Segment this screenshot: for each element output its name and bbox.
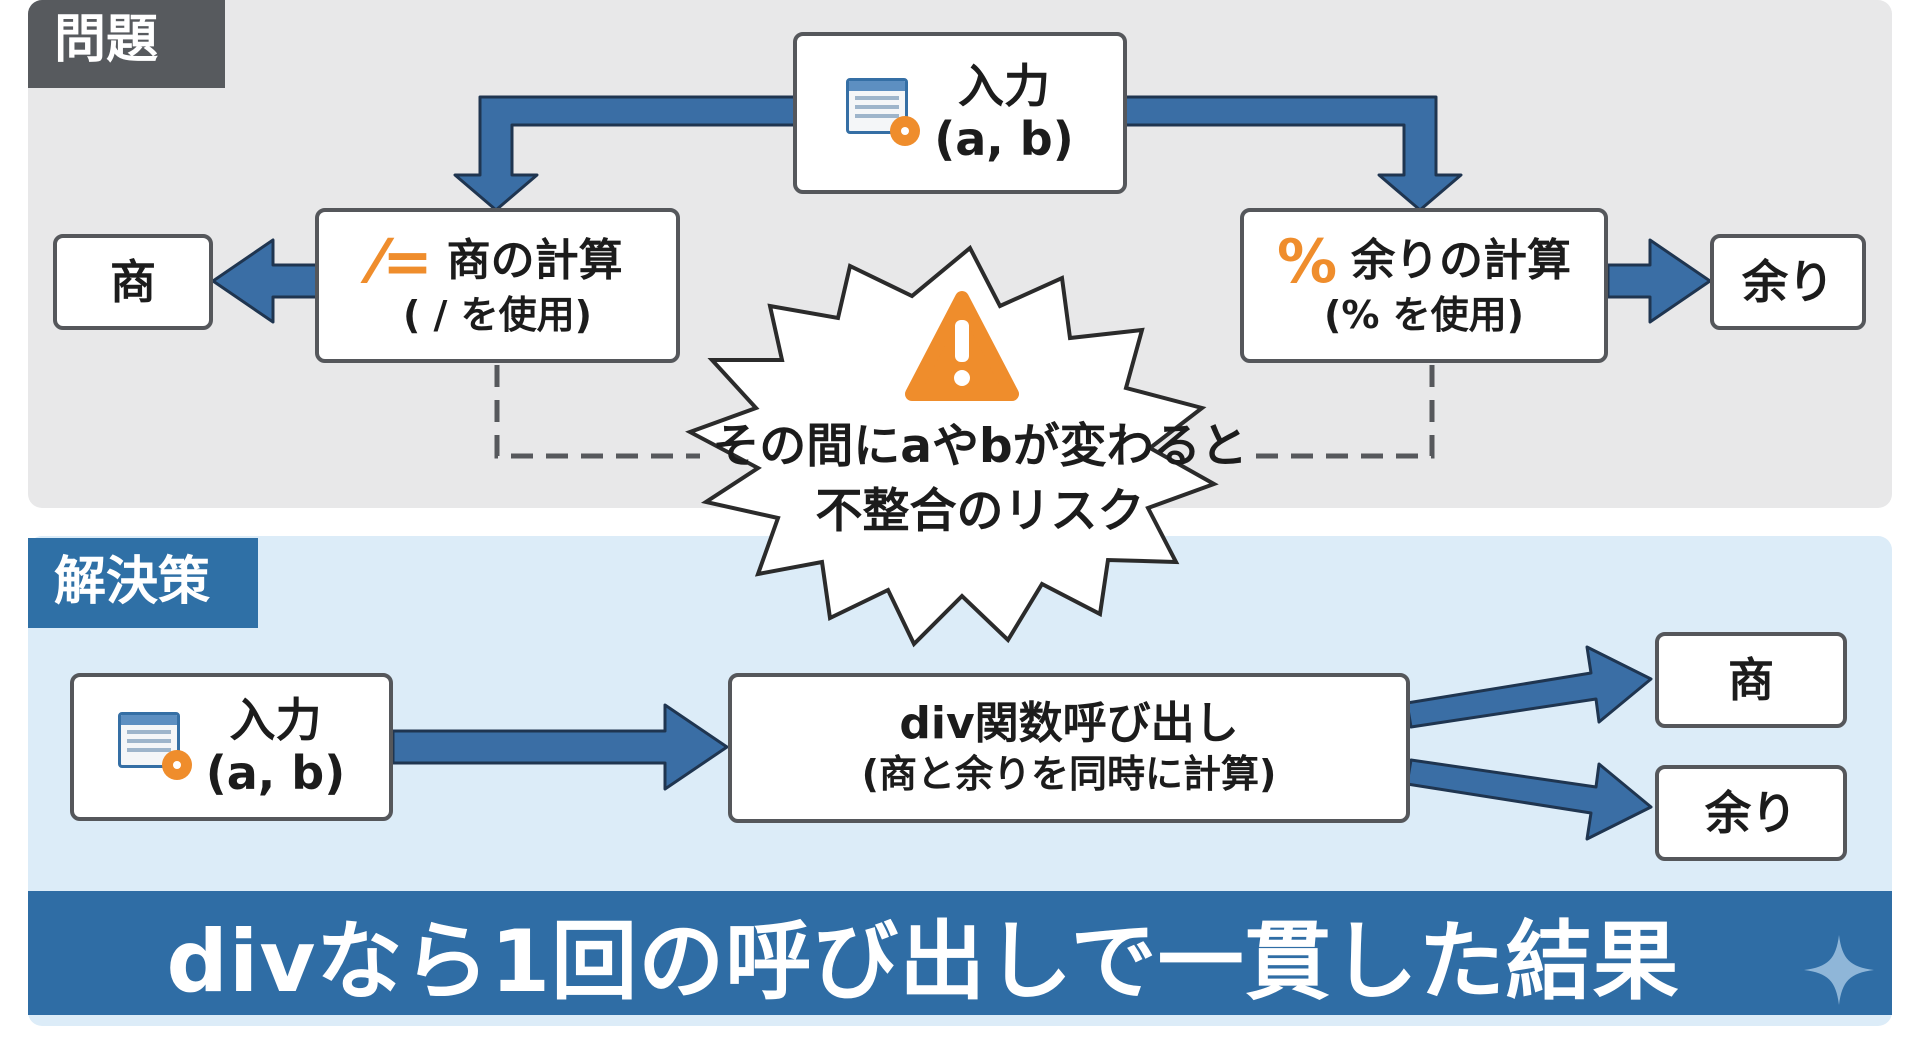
quotient-calc-sub: ( / を使用): [402, 292, 593, 337]
percent-icon: %: [1276, 226, 1338, 297]
problem-input-sub: (a, b): [934, 112, 1074, 166]
problem-title: 問題: [28, 0, 225, 88]
arrow-call-to-remainder: [1405, 758, 1653, 841]
dashed-link-right: [1250, 365, 1435, 459]
conclusion-text: divなら1回の呼び出しで一貫した結果: [166, 911, 1680, 1012]
remainder-calc-sub: (% を使用): [1323, 292, 1525, 337]
divide-icon: ⁄=: [372, 226, 433, 297]
solution-remainder-box: 余り: [1655, 765, 1847, 861]
solution-quotient-label: 商: [1728, 652, 1774, 707]
sparkle-icon: [1804, 935, 1874, 1005]
problem-input-box: 入力 (a, b): [793, 32, 1127, 194]
solution-quotient-box: 商: [1655, 632, 1847, 728]
warning-line-1: その間にaやbが変わると: [712, 419, 1248, 474]
problem-input-label: 入力: [957, 59, 1050, 114]
solution-input-sub: (a, b): [205, 746, 346, 800]
arrow-quotient-calc-to-quotient: [211, 238, 320, 324]
solution-input-label: 入力: [229, 693, 322, 748]
warning-icon: [905, 291, 1019, 401]
warning-text: その間にaやbが変わると 不整合のリスク: [700, 415, 1260, 545]
remainder-calc-label: 余りの計算: [1351, 235, 1572, 287]
problem-remainder-box: 余り: [1710, 234, 1866, 330]
solution-input-box: 入力 (a, b): [70, 673, 393, 821]
window-gear-icon: [117, 712, 192, 782]
quotient-calc-label: 商の計算: [446, 235, 623, 287]
div-call-sub: (商と余りを同時に計算): [861, 751, 1277, 796]
div-call-box: div関数呼び出し (商と余りを同時に計算): [728, 673, 1410, 823]
problem-quotient-label: 商: [110, 254, 156, 309]
solution-title: 解決策: [28, 538, 258, 628]
conclusion-banner: divなら1回の呼び出しで一貫した結果: [28, 891, 1892, 1015]
div-call-label: div関数呼び出し: [899, 697, 1239, 749]
arrow-call-to-quotient: [1405, 645, 1653, 729]
quotient-calc-box: ⁄= 商の計算 ( / を使用): [315, 208, 680, 363]
dashed-link-left: [494, 365, 700, 459]
remainder-calc-box: % 余りの計算 (% を使用): [1240, 208, 1608, 363]
warning-burst: [685, 244, 1219, 648]
problem-quotient-box: 商: [53, 234, 213, 330]
arrow-remainder-calc-to-remainder: [1606, 238, 1712, 324]
arrow-solution-input-to-call: [391, 703, 729, 791]
problem-remainder-label: 余り: [1742, 254, 1834, 309]
arrow-input-to-quotient-calc: [453, 95, 797, 212]
arrow-input-to-remainder-calc: [1123, 95, 1463, 212]
solution-remainder-label: 余り: [1705, 785, 1797, 840]
warning-line-2: 不整合のリスク: [815, 483, 1145, 539]
window-gear-icon: [846, 78, 921, 148]
